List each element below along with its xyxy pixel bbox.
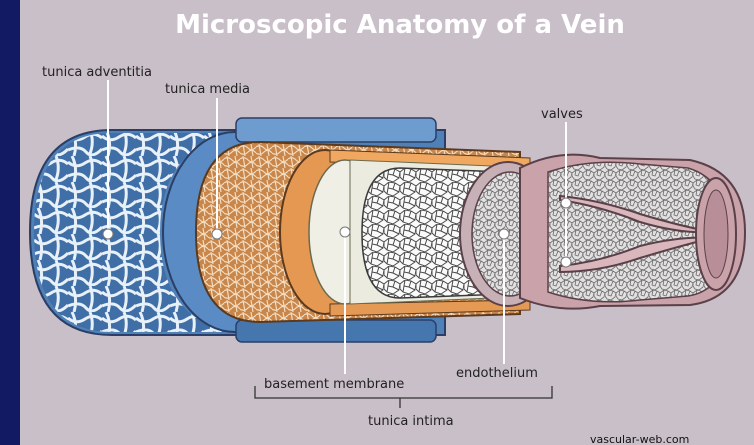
label-valves: valves (541, 107, 583, 122)
label-basement-membrane: basement membrane (264, 377, 404, 392)
slide-title: Microscopic Anatomy of a Vein (175, 10, 625, 40)
label-tunica-intima: tunica intima (368, 414, 454, 429)
distal-lumen (704, 190, 728, 278)
adventitia-top-band (236, 118, 436, 142)
label-tunica-media: tunica media (165, 82, 250, 97)
adventitia-bottom-band (236, 320, 436, 342)
label-endothelium: endothelium (456, 366, 538, 381)
label-tunica-adventitia: tunica adventitia (42, 65, 152, 80)
credit-text: vascular-web.com (590, 433, 689, 445)
